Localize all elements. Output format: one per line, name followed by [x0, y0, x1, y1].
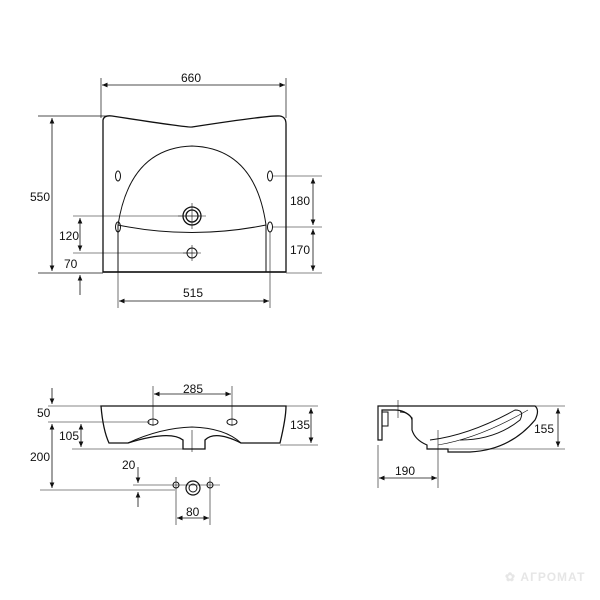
dim-depth-550: 550 [30, 190, 51, 204]
side-view [377, 400, 565, 488]
front-view [40, 386, 318, 525]
dim-offset-200: 200 [30, 450, 51, 464]
watermark-text: АГРОМАТ [520, 570, 586, 584]
dim-width-660: 660 [181, 71, 202, 85]
dim-mount-170: 170 [290, 243, 311, 257]
dim-side-155: 155 [534, 422, 555, 436]
top-view [38, 78, 322, 308]
dim-mount-180: 180 [290, 194, 311, 208]
logo-icon: ✿ [505, 570, 517, 584]
dim-tap-120: 120 [59, 229, 80, 243]
dim-tap-285: 285 [183, 382, 204, 396]
dim-drain-190: 190 [395, 464, 416, 478]
watermark: ✿ АГРОМАТ [505, 570, 585, 584]
dim-basin-135: 135 [290, 418, 311, 432]
dim-hole-105: 105 [59, 429, 80, 443]
dim-overflow-70: 70 [64, 257, 78, 271]
dim-top-50: 50 [37, 406, 51, 420]
dim-mount-515: 515 [183, 286, 204, 300]
dim-pipe-80: 80 [186, 505, 200, 519]
dim-pipe-20: 20 [122, 458, 136, 472]
